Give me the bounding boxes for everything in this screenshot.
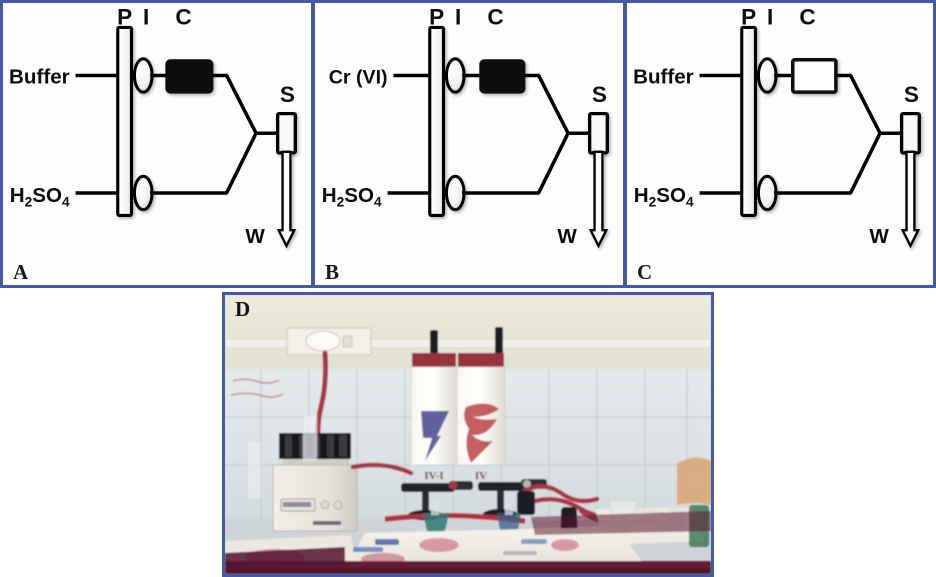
waste-arrow [900,150,921,249]
bottle-logo-left [421,411,449,461]
pump-body [740,25,758,218]
column-reactor [479,59,526,94]
panel-letter-c: C [637,260,653,284]
detector-cell [587,111,609,155]
bench-surface-left [225,547,345,567]
label-detector: S [280,82,295,107]
label-pump: P [117,5,132,30]
injector-valve-bottom [132,174,154,212]
schematic-diagram-a: P I C S W Buffer H2SO4 [9,5,297,249]
injector-valve-top [132,57,154,94]
flow-line-merge-lower [849,132,882,194]
waste-arrow [276,150,297,249]
label-waste: W [557,225,577,248]
column-reactor [165,59,214,94]
detector-cell [275,111,297,155]
schematic-diagram-b: P I C S W Cr (VI) H2SO4 [322,5,609,249]
retort-stand-left [401,480,473,520]
bottle-stand-rod-right [495,327,503,357]
pump-brand-plate [313,521,341,525]
label-waste: W [245,225,265,248]
flow-line-merge-lower [225,132,258,194]
inlet-label-bottom: H2SO4 [10,184,70,210]
switch-socket [342,335,353,348]
injector-valve-top [756,57,778,94]
panel-letter-b: B [325,260,340,284]
panel-letter-d: D [235,297,251,321]
label-detector: S [904,82,919,107]
injector-valve-bottom [756,174,778,212]
switch-knob [305,330,341,352]
detector-cell [899,111,921,155]
schematic-diagram-c: P I C S W Buffer H2SO4 [633,5,921,249]
bench-paper-center [347,527,643,567]
panel-letter-a: A [13,260,29,284]
bench-surface-front [225,561,711,574]
bench-surface-right [531,511,711,535]
label-column: C [799,5,815,30]
photograph-panel-d: IV-I IV [222,292,714,577]
label-column: C [175,5,191,30]
inlet-label-bottom: H2SO4 [322,184,382,210]
pump-body [428,25,446,218]
inlet-label-top: Cr (VI) [329,66,388,88]
flow-line-merge-lower [537,132,570,194]
pump-body-case [272,464,358,532]
reservoir-label-left: IV-I [424,470,443,482]
label-pump: P [741,5,756,30]
inlet-label-bottom: H2SO4 [634,184,694,210]
reservoir-bottle-left: IV-I [410,330,458,482]
bottle-cap-right [458,353,504,368]
label-column: C [487,5,503,30]
inlet-label-top: Buffer [9,65,70,88]
pump-tube-tray [283,459,349,467]
tan-object-right [677,457,711,505]
glassware-left [246,414,318,500]
flow-line-merge-upper [849,74,882,135]
flow-line-merge-upper [537,74,570,135]
pump-body [116,25,134,218]
injector-valve-top [444,57,466,94]
pump-knob-2 [333,500,343,510]
clamp-block-1 [517,491,535,515]
wall-handwriting [230,378,284,399]
wall-conduit-rail [225,338,711,349]
bench-small-items [353,539,547,555]
bottle-stand-rod-left [430,330,438,358]
bottle-logo-right [464,403,499,463]
pump-display-readout [283,502,311,507]
label-injector: I [455,5,461,30]
schematic-panel-a: P I C S W Buffer H2SO4 A [0,0,314,288]
reservoir-bottle-right: IV [456,327,506,482]
bottle-cap-left [412,353,456,368]
reservoir-label-right: IV [475,470,487,482]
injector-valve-bottom [444,174,466,212]
schematic-panel-c: P I C S W Buffer H2SO4 C [624,0,936,288]
pump-knob-1 [320,500,330,510]
label-injector: I [143,5,149,30]
label-injector: I [767,5,773,30]
label-detector: S [592,82,607,107]
label-waste: W [869,225,889,248]
label-pump: P [429,5,444,30]
column-reactor [790,58,838,94]
inlet-label-top: Buffer [633,65,694,88]
waste-arrow [588,150,609,249]
schematic-panel-b: P I C S W Cr (VI) H2SO4 B [312,0,626,288]
flow-line-merge-upper [225,74,258,135]
laboratory-setup-photo: IV-I IV [225,295,711,574]
